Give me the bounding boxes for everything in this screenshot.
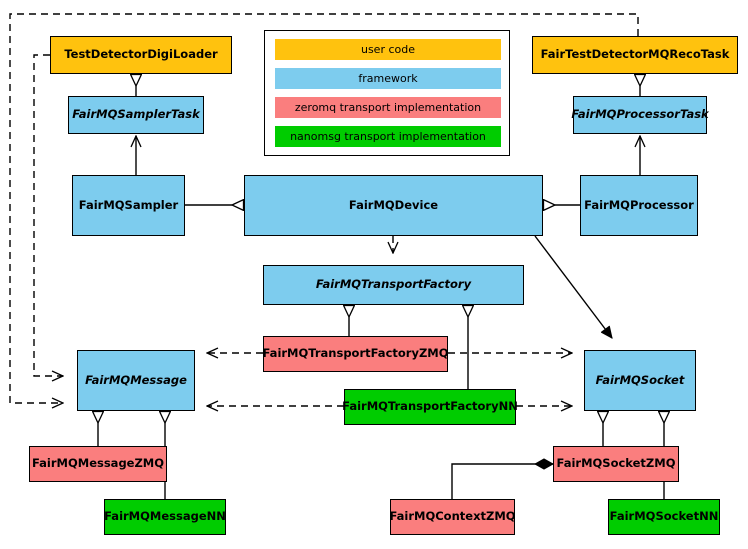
class-box-fairmqmessagenn[interactable]: FairMQMessageNN <box>104 499 226 535</box>
class-label: FairMQSocketZMQ <box>556 456 676 471</box>
legend-item-user-code: user code <box>275 39 501 60</box>
class-label: FairMQSamplerTask <box>72 107 200 122</box>
edge-digiloader-to-message <box>33 54 63 376</box>
class-label: FairMQMessageZMQ <box>31 456 165 471</box>
class-box-fairmqmessagezmq[interactable]: FairMQMessageZMQ <box>29 446 167 482</box>
class-box-fairmqdevice[interactable]: FairMQDevice <box>244 175 543 236</box>
class-label: FairMQDevice <box>348 197 439 212</box>
legend-label: user code <box>360 43 416 56</box>
legend-panel: user code framework zeromq transport imp… <box>264 30 510 156</box>
class-box-fairmqsocketzmq[interactable]: FairMQSocketZMQ <box>553 446 679 482</box>
class-label: FairMQContextZMQ <box>389 509 516 524</box>
class-box-fairmqprocessortask[interactable]: FairMQProcessorTask <box>571 96 709 134</box>
class-label: FairMQTransportFactoryZMQ <box>262 346 449 361</box>
class-box-fairmqtransportfactory[interactable]: FairMQTransportFactory <box>263 265 524 305</box>
class-box-fairmqsampler[interactable]: FairMQSampler <box>72 175 185 236</box>
legend-item-zeromq: zeromq transport implementation <box>275 97 501 118</box>
class-box-fairmqmessage[interactable]: FairMQMessage <box>77 350 195 411</box>
class-box-fairmqtransportfactorynn[interactable]: FairMQTransportFactoryNN <box>342 389 518 425</box>
class-box-fairmqsocket[interactable]: FairMQSocket <box>584 350 696 411</box>
class-box-testdetectordigiloader[interactable]: TestDetectorDigiLoader <box>50 36 232 74</box>
class-label: TestDetectorDigiLoader <box>64 47 218 62</box>
class-label: FairMQMessageNN <box>104 509 226 524</box>
class-label: FairMQProcessorTask <box>571 107 709 122</box>
legend-item-framework: framework <box>275 68 501 89</box>
class-label: FairMQMessage <box>85 372 187 387</box>
class-label: FairMQSampler <box>78 197 179 212</box>
class-label: FairMQTransportFactoryNN <box>342 399 518 414</box>
class-box-fairmqcontextzmq[interactable]: FairMQContextZMQ <box>389 499 516 535</box>
class-box-fairmqsocketnn[interactable]: FairMQSocketNN <box>608 499 720 535</box>
legend-label: nanomsg transport implementation <box>290 130 486 143</box>
class-label: FairMQProcessor <box>584 197 694 212</box>
class-box-fairmqtransportfactoryzmq[interactable]: FairMQTransportFactoryZMQ <box>263 336 449 372</box>
class-box-fairmqsamplertask[interactable]: FairMQSamplerTask <box>68 96 204 134</box>
class-label: FairTestDetectorMQRecoTask <box>540 47 730 62</box>
class-label: FairMQSocketNN <box>609 509 719 524</box>
legend-label: zeromq transport implementation <box>294 101 482 114</box>
edge-device-to-socket <box>534 235 612 338</box>
class-label: FairMQSocket <box>595 372 685 387</box>
class-box-fairtestdetectormqrecotask[interactable]: FairTestDetectorMQRecoTask <box>532 36 738 74</box>
legend-item-nanomsg: nanomsg transport implementation <box>275 126 501 147</box>
legend-label: framework <box>358 72 418 85</box>
class-box-fairmqprocessor[interactable]: FairMQProcessor <box>580 175 698 236</box>
class-label: FairMQTransportFactory <box>315 277 472 292</box>
edge-contextzmq-to-socketzmq <box>451 464 553 499</box>
